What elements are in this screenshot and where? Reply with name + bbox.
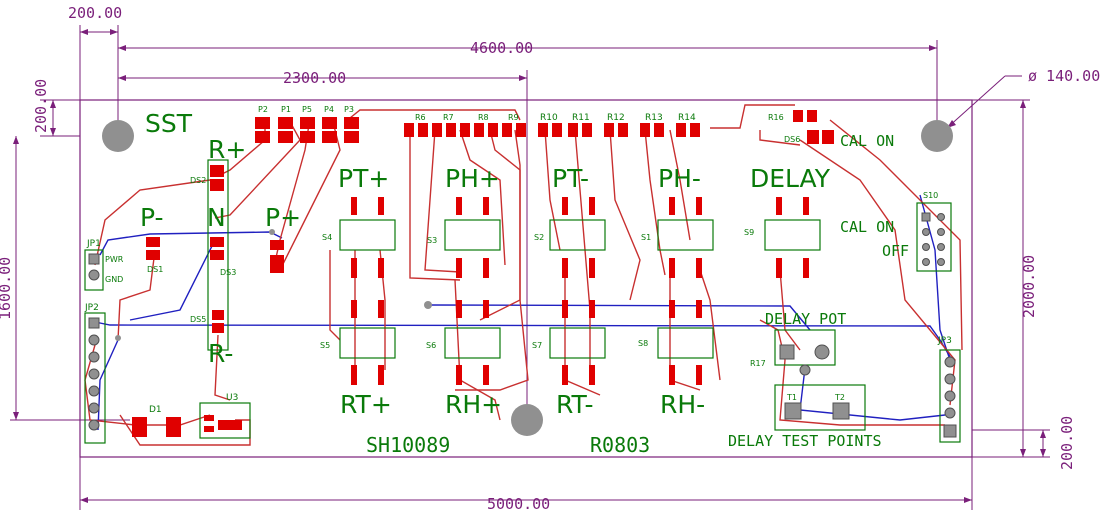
refdes-jp2: JP2: [84, 303, 99, 313]
board-outline: [79, 99, 973, 458]
label-revision: R0803: [590, 433, 650, 457]
dim-board-width: 5000.00: [487, 495, 550, 513]
dim-center-offset: 2300.00: [283, 69, 346, 87]
refdes-s5: S5: [320, 341, 330, 350]
refdes-r9: R9: [508, 113, 519, 122]
label-gnd: GND: [105, 275, 123, 284]
refdes-t2: T2: [834, 393, 845, 402]
refdes-s8: S8: [638, 339, 648, 348]
refdes-r11: R11: [572, 113, 590, 123]
refdes-ds3: DS3: [220, 268, 236, 277]
label-ph-plus: PH+: [445, 164, 500, 193]
refdes-jp3: JP3: [937, 336, 952, 346]
dim-margin-top: 200.00: [32, 79, 50, 133]
refdes-r6: R6: [415, 113, 426, 122]
refdes-r7: R7: [443, 113, 454, 122]
refdes-r8: R8: [478, 113, 489, 122]
label-cal-on: CAL ON: [840, 218, 894, 236]
refdes-r10: R10: [540, 113, 558, 123]
dim-mount-hole-span: 4600.00: [470, 39, 533, 57]
refdes-u3: U3: [226, 393, 238, 403]
label-p-plus: P+: [265, 203, 301, 232]
refdes-p1: P1: [281, 105, 291, 114]
label-rh-plus: RH+: [445, 390, 502, 419]
refdes-s6: S6: [426, 341, 436, 350]
dimension-lines: [10, 25, 1050, 510]
silkscreen-outlines: [84, 159, 961, 444]
refdes-s9: S9: [744, 228, 754, 237]
label-rh-minus: RH-: [660, 390, 705, 419]
pads: [132, 110, 834, 437]
mount-hole-left: [102, 120, 134, 152]
label-r-minus: R-: [208, 339, 233, 368]
connector-pads: [88, 212, 957, 438]
refdes-jp1: JP1: [86, 239, 101, 249]
refdes-ds5: DS5: [190, 315, 206, 324]
refdes-t1: T1: [786, 393, 797, 402]
label-sst: SST: [145, 109, 193, 138]
label-r-plus: R+: [208, 135, 246, 164]
refdes-r14: R14: [678, 113, 696, 123]
dim-margin-left: 200.00: [68, 4, 122, 22]
mount-hole-right: [921, 120, 953, 152]
label-cal-on-led: CAL ON: [840, 132, 894, 150]
refdes-r16: R16: [768, 113, 784, 122]
label-off: OFF: [882, 242, 909, 260]
dim-hole-diameter: ø 140.00: [1028, 67, 1100, 85]
refdes-s2: S2: [534, 233, 544, 242]
refdes-labels: P2 P1 P5 P4 P3 R6 R7 R8 R9 R10 R11 R12 R…: [84, 105, 952, 415]
label-rt-plus: RT+: [340, 390, 392, 419]
refdes-p2: P2: [258, 105, 268, 114]
label-ph-minus: PH-: [658, 164, 701, 193]
mount-hole-bottom: [511, 404, 543, 436]
refdes-r12: R12: [607, 113, 625, 123]
refdes-p5: P5: [302, 105, 312, 114]
refdes-s1: S1: [641, 233, 651, 242]
label-pt-minus: PT-: [552, 164, 589, 193]
dim-board-height: 2000.00: [1020, 255, 1038, 318]
label-part-number: SH10089: [366, 433, 450, 457]
refdes-p3: P3: [344, 105, 354, 114]
label-delay-test-points: DELAY TEST POINTS: [728, 432, 882, 450]
refdes-r17: R17: [750, 359, 766, 368]
label-delay-pot: DELAY POT: [765, 310, 846, 328]
refdes-d1: D1: [149, 405, 162, 415]
refdes-s10: S10: [923, 191, 938, 200]
label-n: N: [207, 203, 226, 232]
refdes-ds2: DS2: [190, 176, 206, 185]
label-pwr: PWR: [105, 255, 124, 264]
refdes-r13: R13: [645, 113, 663, 123]
refdes-p4: P4: [324, 105, 334, 114]
label-delay: DELAY: [750, 164, 831, 193]
refdes-ds1: DS1: [147, 265, 163, 274]
dim-hole-vertical: 1600.00: [0, 257, 14, 320]
dim-margin-bottom: 200.00: [1058, 416, 1076, 470]
label-p-minus: P-: [140, 203, 164, 232]
refdes-s4: S4: [322, 233, 332, 242]
label-pt-plus: PT+: [338, 164, 389, 193]
refdes-s3: S3: [427, 236, 437, 245]
refdes-ds6: DS6: [784, 135, 800, 144]
refdes-s7: S7: [532, 341, 542, 350]
label-rt-minus: RT-: [556, 390, 594, 419]
